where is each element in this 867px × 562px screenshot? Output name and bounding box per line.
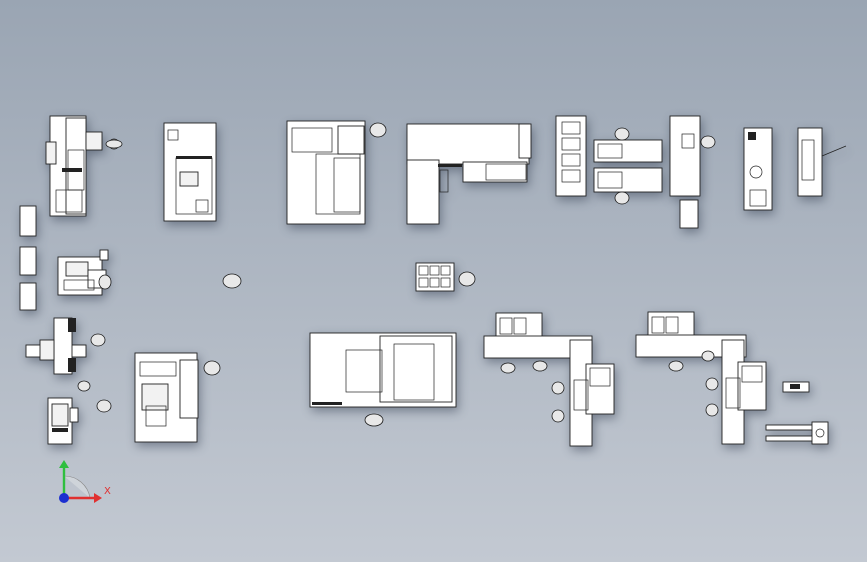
assembly-line-a[interactable] (483, 312, 615, 447)
operator-figure (364, 413, 384, 427)
machine-console-tall[interactable] (669, 115, 701, 229)
machine-cnc-cabinet[interactable] (163, 122, 217, 222)
machine-double-station[interactable] (593, 139, 663, 193)
machine-vertical-mill-left[interactable] (45, 115, 103, 217)
machine-robot-cell-left[interactable] (25, 317, 87, 375)
machine-side-panel[interactable] (797, 127, 847, 197)
machine-large-gantry[interactable] (309, 332, 457, 408)
operator-figure (105, 138, 123, 150)
storage-cabinet-stack[interactable] (19, 205, 37, 311)
machine-small-unit-left[interactable] (47, 397, 79, 445)
machine-turning-center[interactable] (134, 352, 199, 443)
operator-figure (98, 274, 112, 290)
operator-figure (668, 350, 719, 417)
triad-arc (63, 475, 91, 499)
y-axis-arrowhead (59, 460, 69, 468)
coordinate-triad (59, 460, 102, 503)
operator-figure (500, 360, 565, 423)
pallet-rack-small[interactable] (415, 262, 455, 292)
operator-figure (203, 360, 221, 376)
operator-figure (614, 127, 630, 205)
x-axis-arrowhead (94, 493, 102, 503)
operator-figure (700, 135, 716, 149)
machine-horizontal-machining-center[interactable] (286, 120, 366, 225)
machine-lathe-left[interactable] (57, 249, 109, 296)
z-axis-origin (59, 493, 69, 503)
operator-figure (222, 273, 242, 289)
operator-figure (369, 122, 387, 138)
operator-figure (458, 271, 476, 287)
pallet-jack[interactable] (765, 421, 829, 445)
tool-rack-cabinet[interactable] (555, 115, 587, 197)
x-axis-label: X (104, 486, 111, 497)
assembly-line-b[interactable] (635, 311, 767, 445)
machine-spindle-unit[interactable] (743, 127, 773, 211)
control-box-small[interactable] (782, 381, 810, 393)
machine-l-shaped-line[interactable] (406, 123, 532, 225)
operator-figure (77, 333, 112, 413)
